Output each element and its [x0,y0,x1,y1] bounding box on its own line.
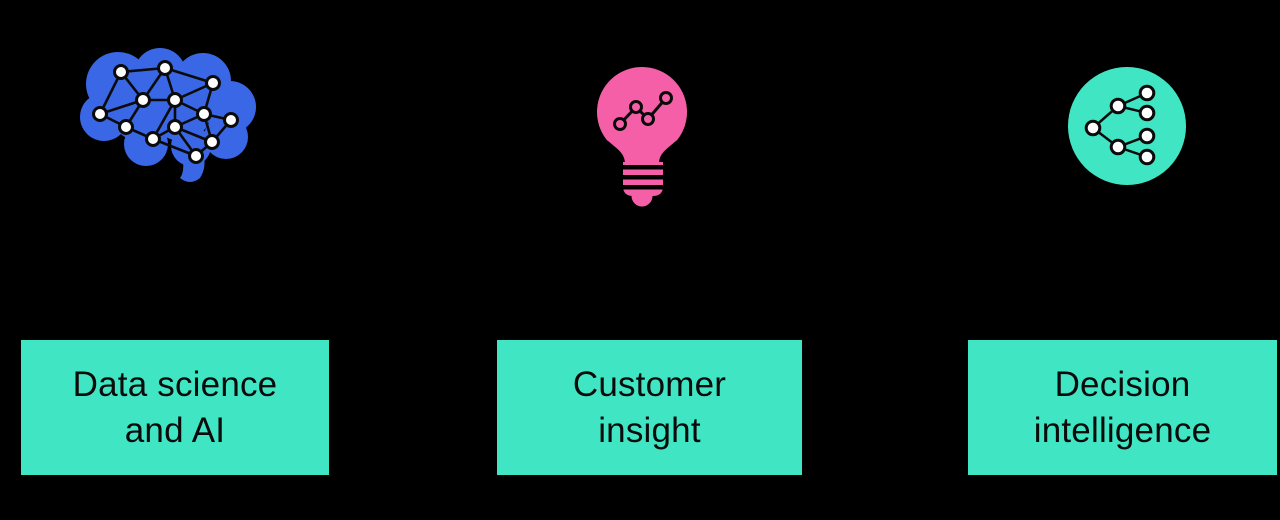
brain-network-icon [80,48,256,182]
decision-tree-icon [1068,67,1186,185]
bulb-line-chart [613,91,673,131]
tree-nodes [1084,84,1156,166]
bulb-base-stripes [620,165,666,190]
label-box-decision-intelligence: Decision intelligence [968,340,1277,475]
label-line: Decision [1054,364,1191,404]
label-line: Customer [572,364,727,404]
bulb-tip [631,196,653,207]
label-line: insight [598,410,701,450]
label-line: and AI [124,410,226,450]
tree-background-circle [1068,67,1186,185]
label-line: intelligence [1033,410,1212,450]
label-line: Data science [72,364,278,404]
lightbulb-chart-icon [597,66,687,207]
brain-network-nodes [92,60,239,164]
label-box-data-science: Data science and AI [21,340,329,475]
label-box-customer-insight: Customer insight [497,340,802,475]
